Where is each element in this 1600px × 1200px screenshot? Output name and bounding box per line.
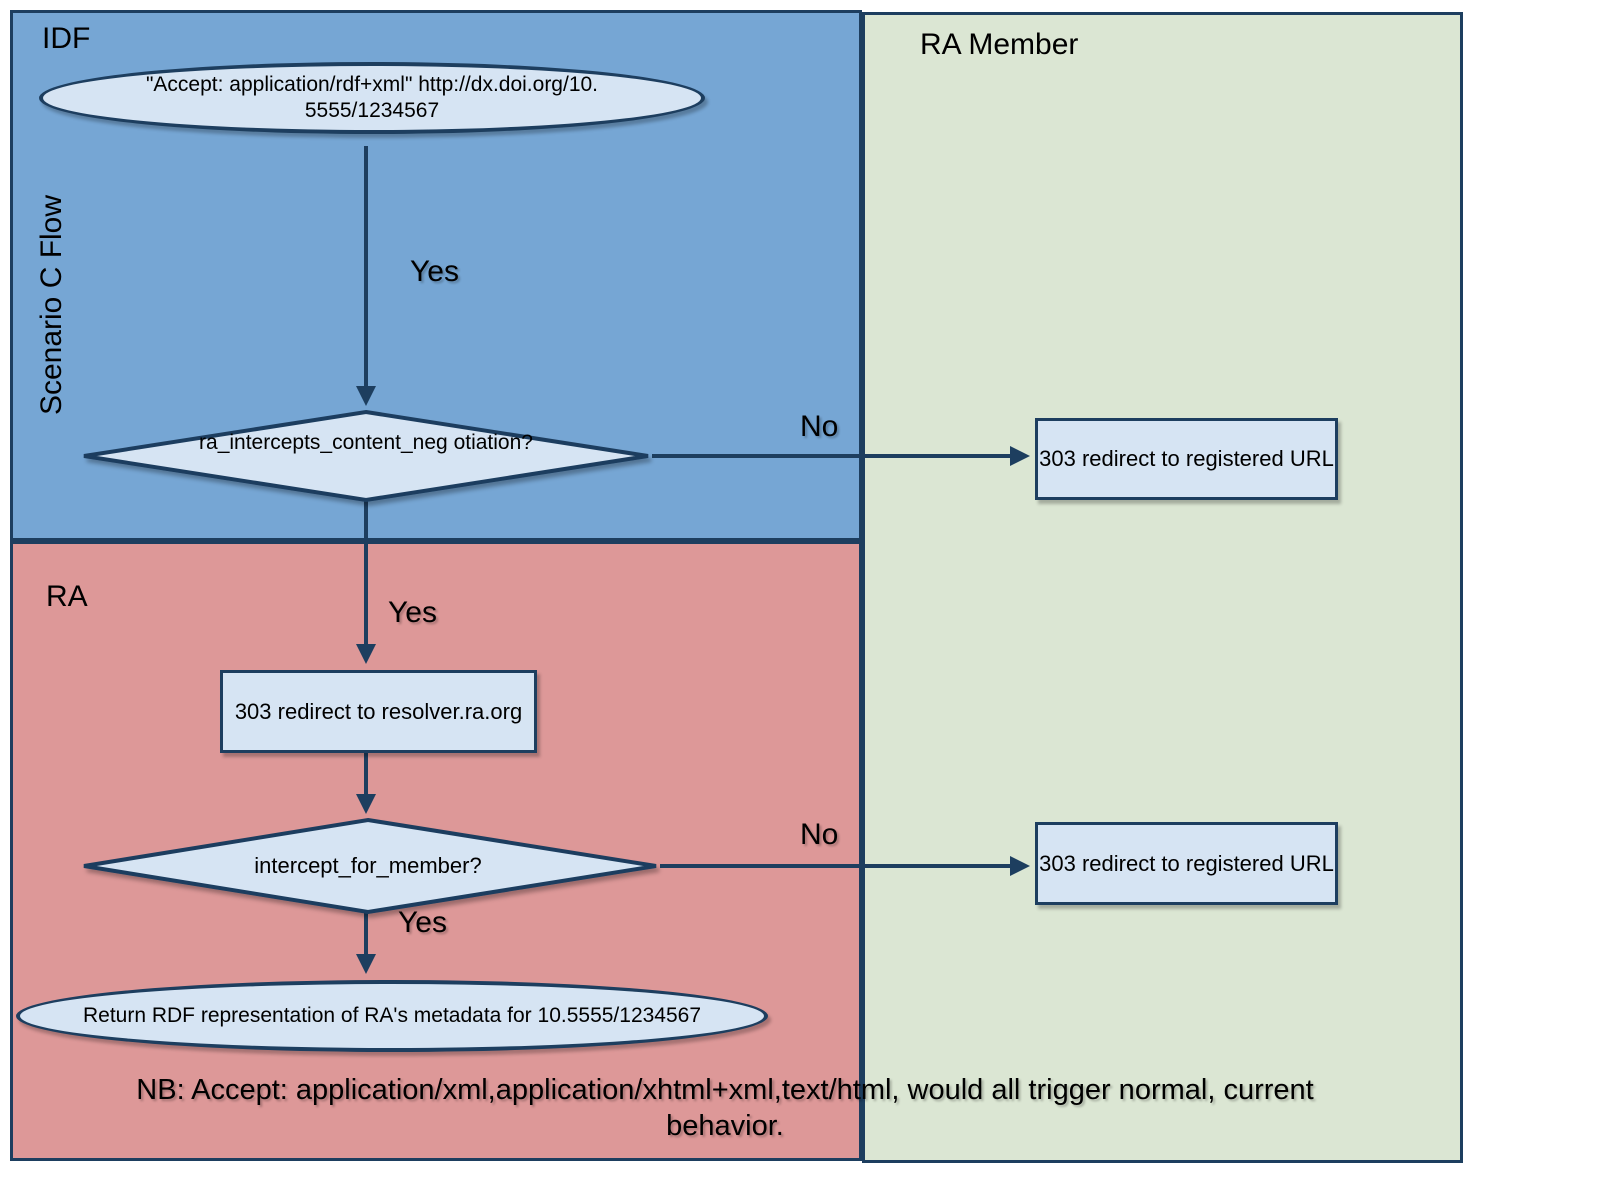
edge-label-yes-2: Yes (388, 596, 437, 629)
edge-label-yes-3: Yes (398, 906, 447, 939)
process-redirect-registered-1: 303 redirect to registered URL (1035, 418, 1338, 500)
nb-note-line-1: NB: Accept: application/xml,application/… (136, 1074, 1314, 1106)
region-label-ra-member: RA Member (920, 28, 1079, 61)
edge-label-no-2: No (800, 818, 839, 851)
start-terminator: "Accept: application/rdf+xml" http://dx.… (39, 62, 705, 134)
region-label-idf: IDF (42, 22, 91, 55)
start-line-1: "Accept: application/rdf+xml" http://dx.… (145, 73, 599, 96)
decision1-label: ra_intercepts_content_neg otiation? (199, 431, 533, 454)
decision2-label: intercept_for_member? (254, 853, 482, 878)
process-redirect-registered-2: 303 redirect to registered URL (1035, 822, 1338, 905)
region-label-ra: RA (46, 580, 88, 613)
region-ra (10, 541, 862, 1161)
nb-note-line-2: behavior. (666, 1110, 784, 1142)
edge-label-no-1: No (800, 410, 839, 443)
start-line-2: 5555/1234567 (304, 99, 440, 122)
nb-note: NB: Accept: application/xml,application/… (130, 1072, 1320, 1144)
return-terminator: Return RDF representation of RA's metada… (16, 980, 768, 1052)
edge-label-yes-1: Yes (410, 255, 459, 288)
process-redirect-resolver: 303 redirect to resolver.ra.org (220, 670, 537, 753)
flow-title-vertical: Scenario C Flow (35, 194, 68, 416)
region-ra-member (862, 12, 1463, 1163)
